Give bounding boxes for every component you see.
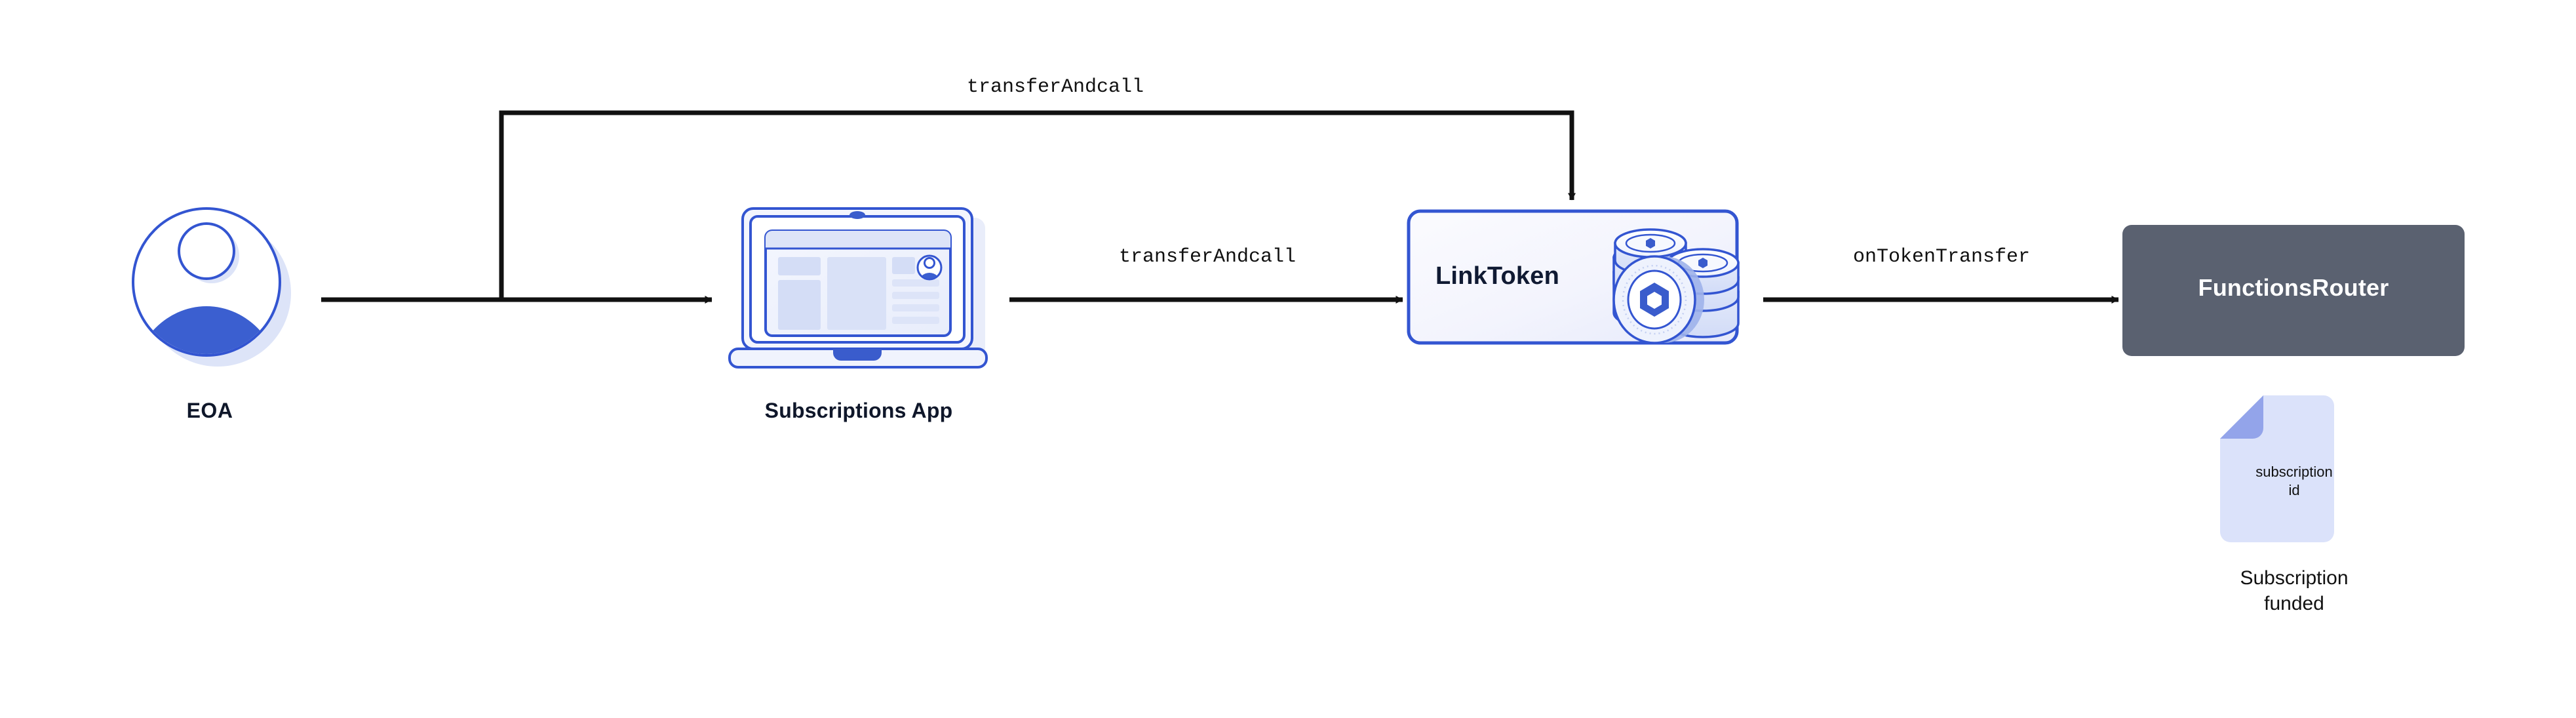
subscription-doc-text: subscription id [2229,463,2360,499]
doc-text-line1: subscription [2255,464,2333,480]
subscriptions-app-caption: Subscriptions App [764,399,953,422]
doc-text-line2: id [2288,481,2300,498]
doc-caption-line2: funded [2264,593,2324,614]
edge-label-on-token-transfer: onTokenTransfer [1852,246,2031,268]
document-icon [2220,395,2334,542]
eoa-caption: EOA [186,399,233,422]
laptop-icon [728,207,988,369]
functions-router-node[interactable] [2122,225,2465,356]
chainlink-coins-icon [1612,228,1740,344]
user-avatar-icon [132,207,291,367]
link-token-node[interactable] [1396,200,1776,364]
edge-label-top-transfer: transferAndcall [966,76,1144,98]
doc-caption-line1: Subscription [2240,567,2349,589]
subscription-doc-caption: Subscription funded [2143,565,2445,616]
edge-eoa-to-linktoken-top [499,110,1576,300]
edge-label-mid-transfer: transferAndcall [1118,246,1297,268]
subscription-doc-node[interactable] [2196,393,2392,551]
subscriptions-app-node[interactable] [724,197,1000,380]
eoa-node[interactable] [118,193,302,377]
link-token-label: LinkToken [1435,262,1559,290]
app-avatar-icon [916,254,943,281]
functions-router-label: FunctionsRouter [2198,274,2389,301]
